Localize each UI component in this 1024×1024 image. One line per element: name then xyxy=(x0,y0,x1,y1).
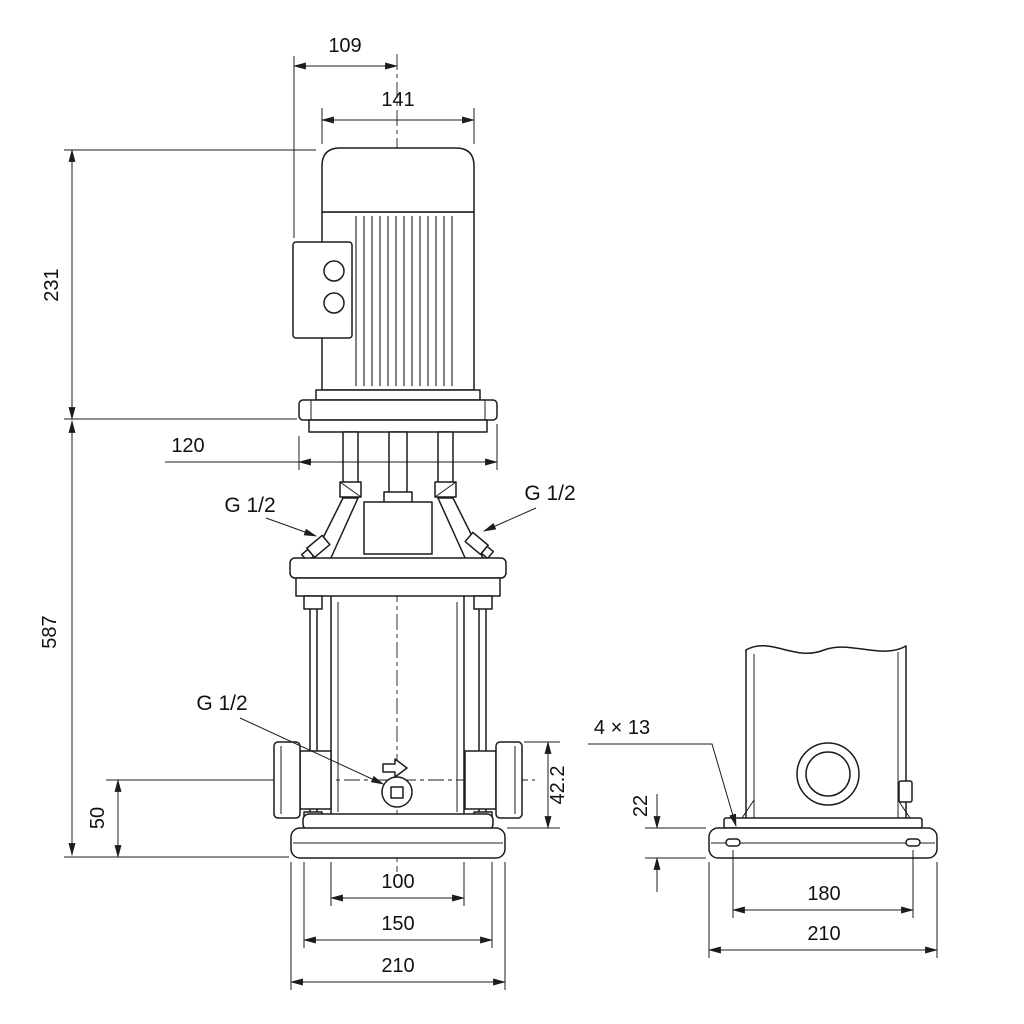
dim-231: 231 xyxy=(41,148,316,421)
dim-bolt-holes: 4 × 13 xyxy=(588,717,737,828)
dim-180: 180 xyxy=(731,850,915,918)
dim-210-side-label: 210 xyxy=(807,923,840,945)
dim-42-2: 42.2 xyxy=(507,740,569,830)
nameplate-clip xyxy=(898,780,913,803)
port-boss xyxy=(796,742,860,806)
bolt-slot xyxy=(725,838,741,847)
motor-cooling-fins xyxy=(355,216,453,386)
g12-left-label: G 1/2 xyxy=(224,494,275,517)
dim-50: 50 xyxy=(87,778,270,859)
break-line xyxy=(745,645,907,655)
dim-210-front: 210 xyxy=(289,862,507,990)
dim-587: 587 xyxy=(39,419,289,858)
pump-base xyxy=(290,813,506,859)
dim-231-label: 231 xyxy=(41,268,63,301)
g12-drain-label: G 1/2 xyxy=(196,692,247,715)
bolt-holes-label: 4 × 13 xyxy=(594,717,650,739)
dim-100: 100 xyxy=(329,862,466,906)
dim-141-label: 141 xyxy=(381,89,414,111)
g12-right-label: G 1/2 xyxy=(524,482,575,505)
dim-109-label: 109 xyxy=(328,35,361,57)
staybolt-nut xyxy=(303,595,323,610)
motor xyxy=(292,147,498,433)
dim-100-label: 100 xyxy=(381,871,414,893)
dim-141: 141 xyxy=(320,89,476,144)
discharge-port xyxy=(464,741,523,819)
staybolt-nut xyxy=(473,595,493,610)
vent-plug-right xyxy=(464,531,495,560)
dim-109: 109 xyxy=(292,35,399,238)
coupling-housing xyxy=(363,501,433,555)
suction-port xyxy=(273,741,332,819)
motor-flange xyxy=(298,389,498,433)
bolt-slot xyxy=(905,838,921,847)
side-view: 4 × 13 22 180 210 xyxy=(588,645,939,958)
dim-22: 22 xyxy=(630,794,706,892)
cable-entry-hole xyxy=(323,292,345,314)
dim-42-2-label: 42.2 xyxy=(547,766,569,805)
dim-50-label: 50 xyxy=(87,807,109,829)
label-g12-left: G 1/2 xyxy=(224,494,318,537)
head-flange xyxy=(289,557,507,597)
dim-210-front-label: 210 xyxy=(381,955,414,977)
front-view: 109 141 231 120 587 G 1/2 xyxy=(39,35,576,990)
label-g12-drain: G 1/2 xyxy=(196,692,384,785)
sleeve-section xyxy=(745,645,913,821)
label-g12-right: G 1/2 xyxy=(483,482,576,532)
dim-180-label: 180 xyxy=(807,883,840,905)
dim-22-label: 22 xyxy=(630,795,652,817)
base-plate-side xyxy=(708,799,938,859)
dim-150: 150 xyxy=(302,862,494,948)
dim-210-side: 210 xyxy=(707,862,939,958)
terminal-box xyxy=(292,241,353,339)
dim-587-label: 587 xyxy=(39,615,61,648)
cable-entry-hole xyxy=(323,260,345,282)
flow-direction-arrow-icon xyxy=(382,758,408,778)
motor-fan-cover xyxy=(321,147,475,213)
dim-150-label: 150 xyxy=(381,913,414,935)
dim-120-label: 120 xyxy=(171,435,204,457)
pump-head xyxy=(289,491,507,597)
dim-120: 120 xyxy=(165,424,499,470)
drain-plug xyxy=(381,776,413,808)
